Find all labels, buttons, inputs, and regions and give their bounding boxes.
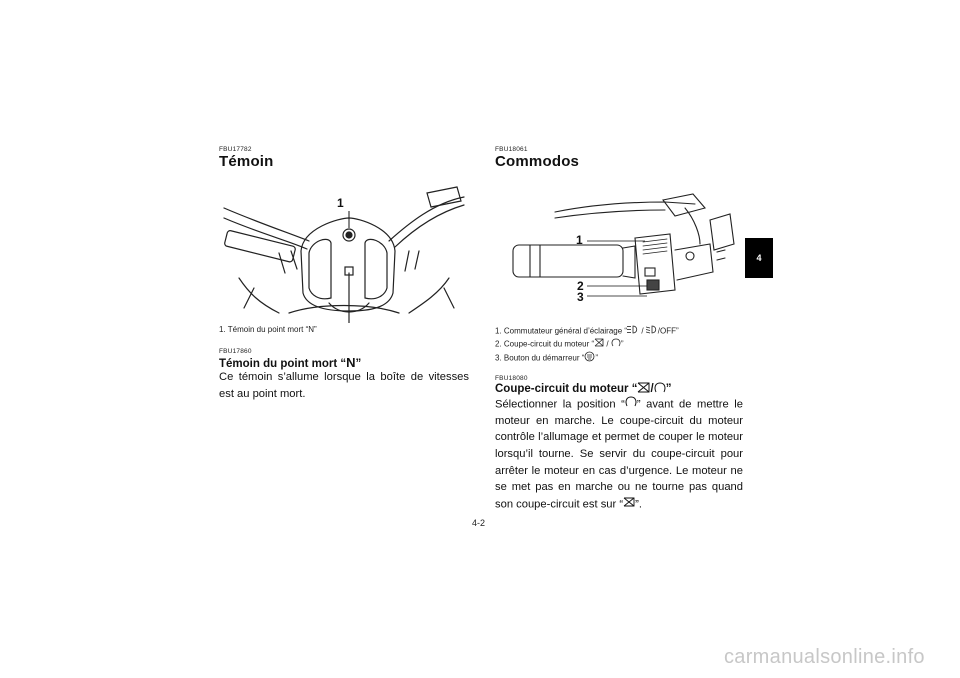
chapter-tab: 4 <box>745 238 773 278</box>
body-text: Ce témoin s’allume lorsque la boîte de v… <box>219 371 469 400</box>
page-number: 4-2 <box>472 518 486 528</box>
subsection-title: Témoin du point mort “N” <box>219 355 361 370</box>
caption-headlight-switch: 1. Commutateur général d’éclairage “ / /… <box>495 325 679 338</box>
engine-stop-icon <box>623 496 635 513</box>
caption-engine-stop-switch: 2. Coupe-circuit du moteur “ / ” <box>495 338 624 351</box>
section-code: FBU17782 <box>219 146 252 153</box>
subsection-code: FBU18080 <box>495 375 528 382</box>
headlight-high-icon <box>627 325 639 338</box>
starter-icon <box>584 351 595 366</box>
engine-run-icon <box>654 382 666 396</box>
figure-callout-3: 3 <box>577 290 584 304</box>
section-title: Commodos <box>495 153 580 170</box>
subsection-code: FBU17860 <box>219 348 252 355</box>
body-text: Sélectionner la position “” avant de met… <box>495 396 743 513</box>
neutral-symbol: N <box>346 355 356 370</box>
subsection-title: Coupe-circuit du moteur “/” <box>495 382 672 396</box>
handlebar-figure <box>219 183 469 324</box>
figure-callout-1: 1 <box>337 196 344 210</box>
subhead-quote: ” <box>355 358 362 370</box>
caption-starter-button: 3. Bouton du démarreur “” <box>495 351 598 366</box>
section-code: FBU18061 <box>495 146 528 153</box>
headlight-low-icon <box>645 325 658 338</box>
figure-callout-1: 1 <box>576 233 583 247</box>
switch-figure <box>495 190 745 318</box>
engine-stop-icon <box>594 338 604 351</box>
watermark: carmanualsonline.info <box>724 646 925 668</box>
section-title: Témoin <box>219 153 274 170</box>
subhead-text: Témoin du point mort “ <box>219 358 347 370</box>
figure-callout-2: 2 <box>577 279 584 293</box>
engine-stop-icon <box>637 382 650 396</box>
engine-run-icon <box>611 338 621 351</box>
figure-caption: 1. Témoin du point mort “N” <box>219 325 317 334</box>
engine-run-icon <box>625 396 637 413</box>
